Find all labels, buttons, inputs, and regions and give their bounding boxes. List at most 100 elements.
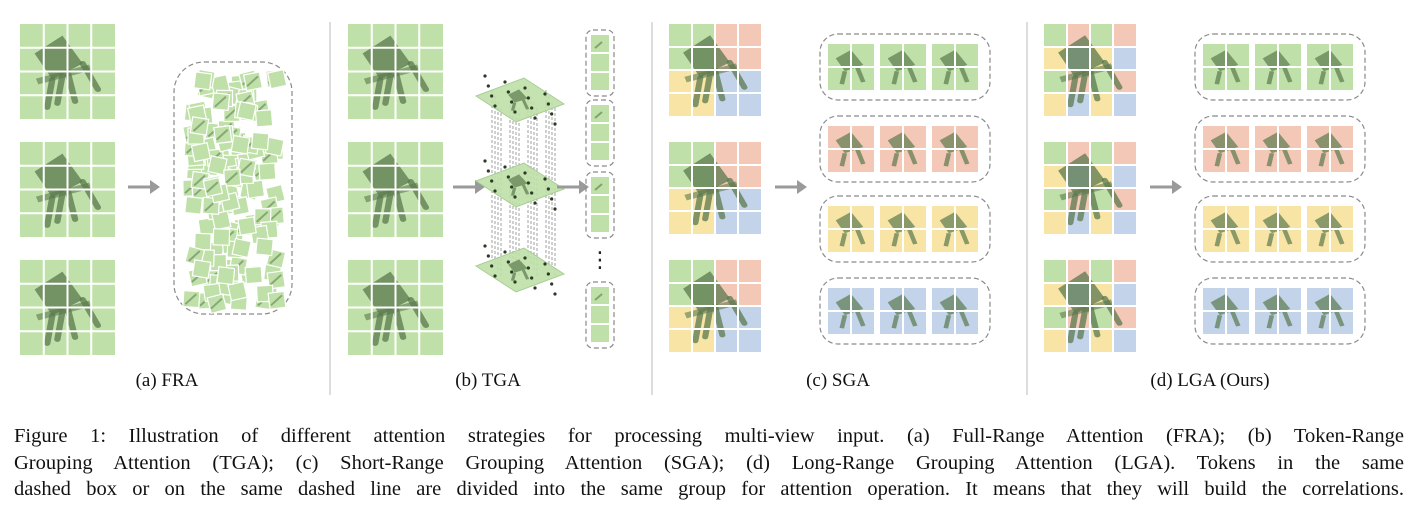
token bbox=[189, 116, 210, 136]
token bbox=[190, 141, 212, 163]
token-block bbox=[1255, 288, 1301, 334]
group-box bbox=[1194, 195, 1366, 263]
token bbox=[266, 68, 288, 90]
token bbox=[230, 134, 251, 155]
token-block bbox=[880, 44, 926, 90]
input-view bbox=[669, 260, 761, 352]
input-view bbox=[1044, 260, 1136, 352]
token bbox=[591, 143, 609, 160]
token bbox=[202, 176, 224, 198]
token-block bbox=[1307, 44, 1353, 90]
token bbox=[206, 293, 228, 315]
token-group bbox=[585, 171, 615, 239]
token bbox=[184, 195, 204, 215]
token-plane bbox=[474, 159, 566, 211]
group-box bbox=[819, 33, 991, 101]
arrow-icon bbox=[775, 180, 807, 194]
token bbox=[591, 54, 609, 71]
group-row bbox=[1194, 195, 1366, 263]
token-block bbox=[1307, 206, 1353, 252]
input-view bbox=[669, 24, 761, 116]
group-box bbox=[819, 277, 991, 345]
input-view bbox=[348, 142, 443, 237]
token bbox=[211, 92, 231, 112]
token bbox=[255, 237, 274, 257]
token bbox=[591, 196, 609, 213]
token-block bbox=[1203, 44, 1249, 90]
token bbox=[191, 259, 212, 279]
token-block bbox=[828, 288, 874, 334]
token bbox=[591, 124, 609, 141]
token bbox=[591, 325, 609, 342]
token bbox=[258, 162, 277, 181]
token bbox=[236, 100, 257, 122]
token bbox=[591, 215, 609, 232]
token-group bbox=[585, 29, 615, 97]
figure-illustration: ⋮ bbox=[20, 22, 1366, 395]
token bbox=[236, 157, 257, 178]
token-plane bbox=[474, 74, 566, 126]
token bbox=[591, 306, 609, 323]
group-box bbox=[819, 115, 991, 183]
ellipsis-icon: ⋮ bbox=[589, 248, 611, 273]
token bbox=[245, 179, 266, 199]
token-block bbox=[828, 44, 874, 90]
token-block bbox=[828, 206, 874, 252]
group-row bbox=[1194, 277, 1366, 345]
scattered-tokens bbox=[182, 68, 288, 315]
token bbox=[211, 210, 232, 231]
panel-sga bbox=[669, 24, 991, 352]
input-view bbox=[1044, 24, 1136, 116]
token-block bbox=[880, 288, 926, 334]
arrow-icon bbox=[453, 180, 485, 194]
group-box bbox=[585, 171, 615, 239]
group-box bbox=[173, 61, 293, 315]
token bbox=[244, 265, 263, 285]
token bbox=[242, 71, 264, 92]
token bbox=[212, 228, 231, 246]
input-view bbox=[348, 24, 443, 119]
caption-line-1: Figure 1: Illustration of different atte… bbox=[14, 425, 1404, 447]
token-block bbox=[1255, 126, 1301, 172]
token-group bbox=[585, 99, 615, 167]
input-view bbox=[669, 142, 761, 234]
group-box bbox=[819, 195, 991, 263]
token-block bbox=[1203, 126, 1249, 172]
token bbox=[182, 289, 201, 309]
token-block bbox=[932, 126, 978, 172]
token bbox=[207, 155, 228, 176]
group-row bbox=[1194, 115, 1366, 183]
token-block bbox=[1255, 44, 1301, 90]
input-view bbox=[348, 260, 443, 355]
token-block bbox=[1203, 206, 1249, 252]
token bbox=[223, 168, 242, 187]
input-view bbox=[20, 24, 115, 119]
arrow-icon bbox=[557, 180, 589, 194]
panel-label-lga: (d) LGA (Ours) bbox=[1150, 370, 1270, 391]
token-group bbox=[585, 281, 615, 349]
arrow-icon bbox=[128, 180, 160, 194]
group-box bbox=[585, 29, 615, 97]
token-block bbox=[1203, 288, 1249, 334]
token-block bbox=[1307, 126, 1353, 172]
token-block bbox=[880, 206, 926, 252]
token-block bbox=[932, 206, 978, 252]
token-block bbox=[1255, 206, 1301, 252]
caption-line-2: Grouping Attention (TGA); (c) Short-Rang… bbox=[14, 451, 1404, 474]
group-box bbox=[585, 99, 615, 167]
group-row bbox=[1194, 33, 1366, 101]
token bbox=[193, 232, 212, 251]
token bbox=[250, 131, 270, 151]
input-view bbox=[20, 142, 115, 237]
group-row bbox=[819, 33, 991, 101]
token bbox=[591, 73, 609, 90]
group-row bbox=[819, 277, 991, 345]
token bbox=[267, 290, 287, 310]
group-box bbox=[585, 281, 615, 349]
token bbox=[237, 216, 257, 236]
panel-lga bbox=[1044, 24, 1366, 352]
token-block bbox=[828, 126, 874, 172]
token-block bbox=[1307, 288, 1353, 334]
caption-line-3: dashed box or on the same dashed line ar… bbox=[14, 478, 1404, 500]
group-box bbox=[1194, 33, 1366, 101]
